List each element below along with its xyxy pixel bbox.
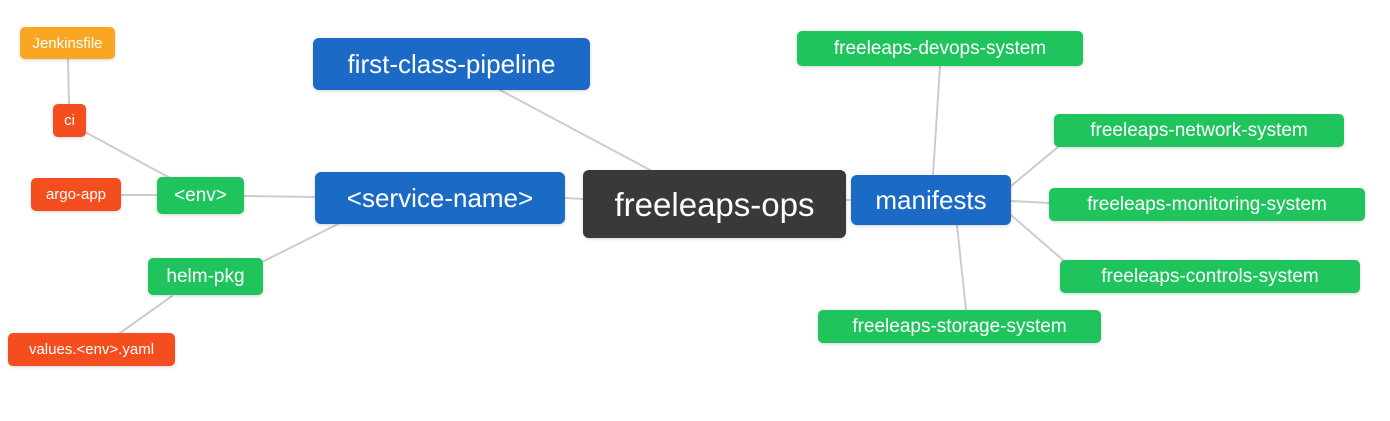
node-freeleaps-monitoring-system[interactable]: freeleaps-monitoring-system — [1049, 188, 1365, 221]
edge-firstclasspipeline-ops — [499, 89, 651, 171]
edge-manifests-controls-system — [1010, 214, 1065, 262]
node-values-env-yaml[interactable]: values.<env>.yaml — [8, 333, 175, 366]
edge-jenkinsfile-ci — [67, 58, 70, 105]
node-jenkinsfile[interactable]: Jenkinsfile — [20, 27, 115, 59]
node-freeleaps-devops-system[interactable]: freeleaps-devops-system — [797, 31, 1083, 66]
edge-helmpkg-servicename — [261, 223, 339, 263]
edge-ci-env — [84, 131, 171, 179]
edge-manifests-monitoring-system — [1010, 200, 1050, 204]
edge-servicename-ops — [564, 197, 584, 200]
node-ci[interactable]: ci — [53, 104, 86, 137]
node-first-class-pipeline[interactable]: first-class-pipeline — [313, 38, 590, 90]
edge-manifests-storage-system — [956, 224, 967, 311]
edge-env-servicename — [243, 195, 316, 198]
node-manifests[interactable]: manifests — [851, 175, 1011, 225]
node-freeleaps-storage-system[interactable]: freeleaps-storage-system — [818, 310, 1101, 343]
node-env[interactable]: <env> — [157, 177, 244, 214]
node-argo-app[interactable]: argo-app — [31, 178, 121, 211]
edge-valuesyaml-helmpkg — [119, 295, 173, 334]
node-freeleaps-ops[interactable]: freeleaps-ops — [583, 170, 846, 238]
node-helm-pkg[interactable]: helm-pkg — [148, 258, 263, 295]
node-freeleaps-controls-system[interactable]: freeleaps-controls-system — [1060, 260, 1360, 293]
node-service-name[interactable]: <service-name> — [315, 172, 565, 224]
edge-manifests-devops-system — [932, 65, 941, 176]
node-freeleaps-network-system[interactable]: freeleaps-network-system — [1054, 114, 1344, 147]
edge-manifests-network-system — [1010, 146, 1059, 187]
